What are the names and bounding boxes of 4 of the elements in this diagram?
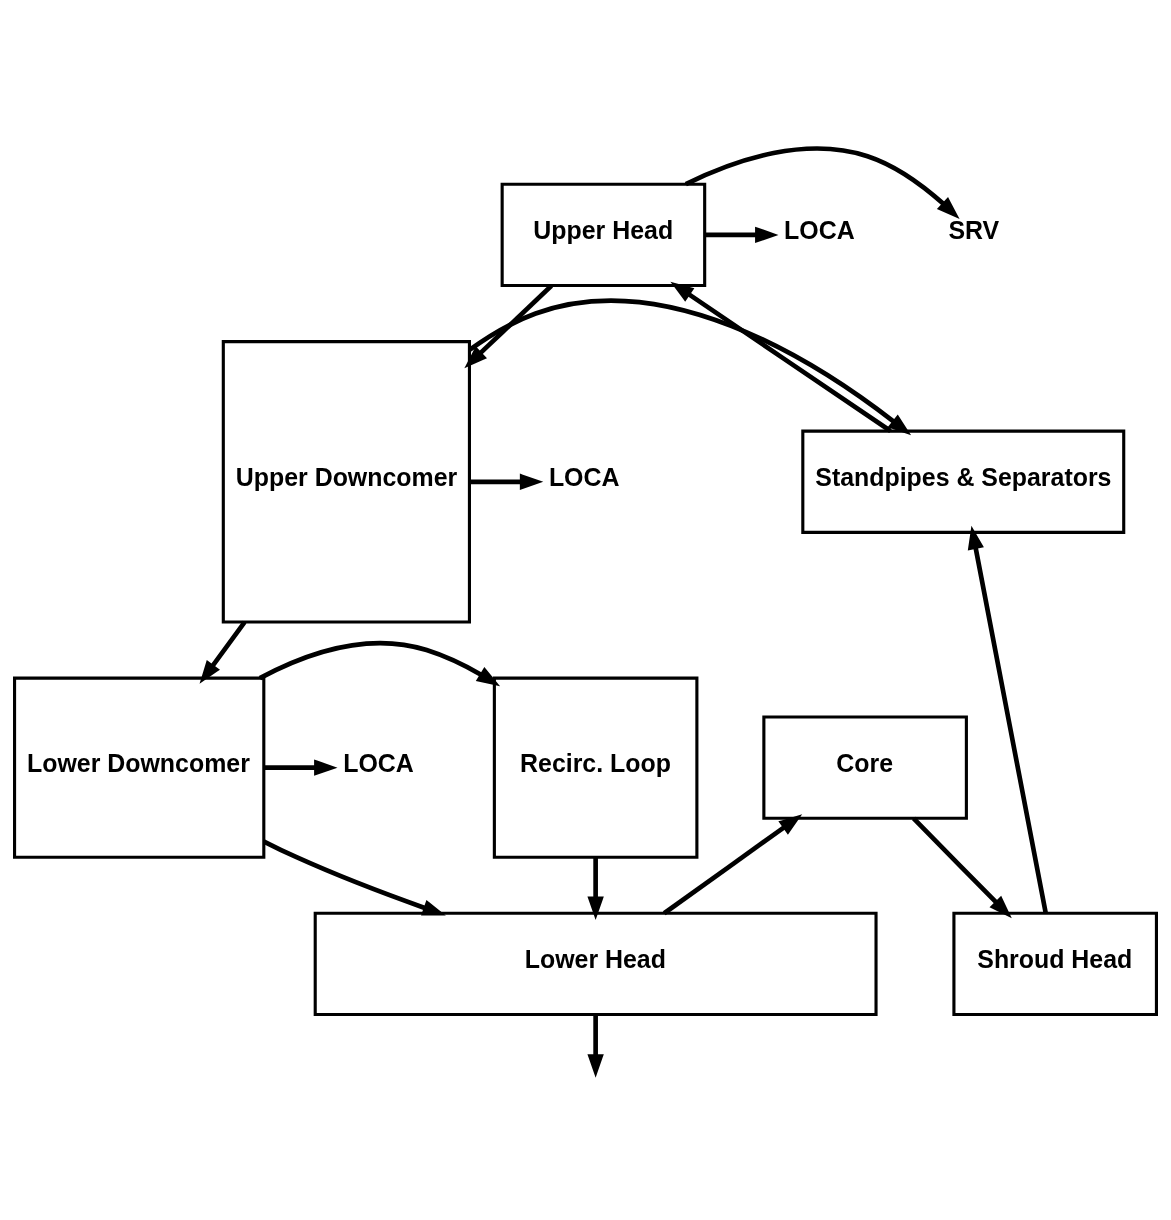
node-text: LOCA (548, 463, 620, 492)
node-text: SRV (948, 216, 1000, 245)
node-text: LOCA (343, 749, 414, 778)
node-text: LOCA (784, 216, 855, 245)
